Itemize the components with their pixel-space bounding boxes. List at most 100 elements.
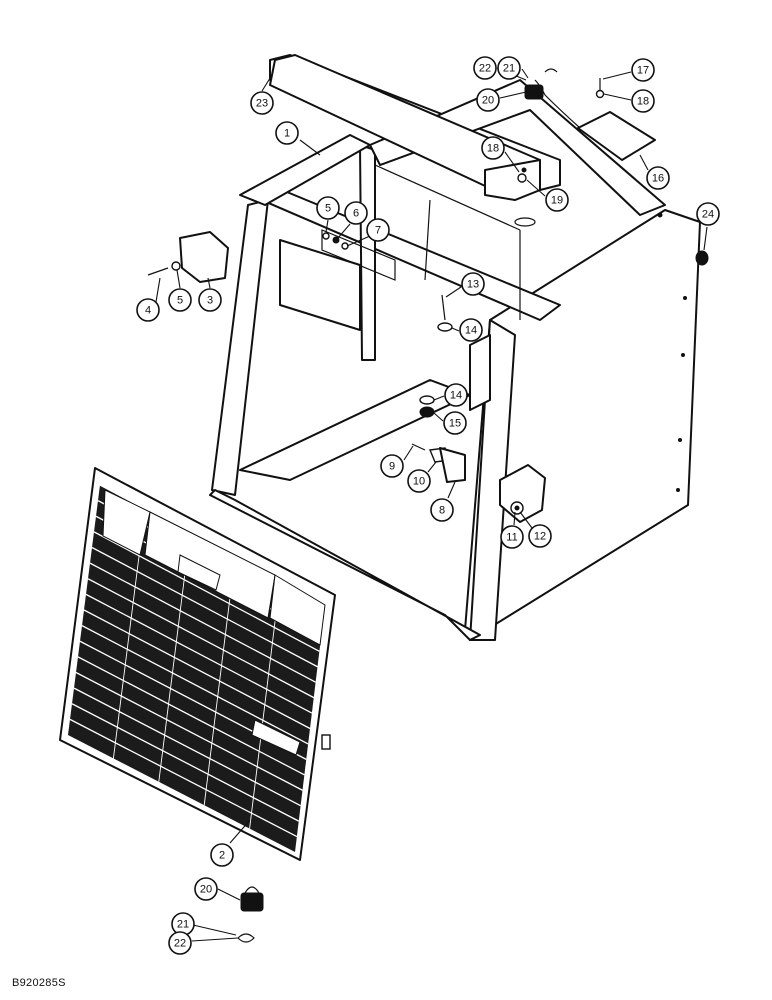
callout-20: 20 [194,877,218,901]
callout-circle [210,843,234,867]
callout-6: 6 [344,201,368,225]
callout-circle [194,877,218,901]
callout-3: 3 [198,288,222,312]
callout-number: 4 [145,305,151,317]
callout-number: 1 [284,128,290,140]
callout-circle [646,166,670,190]
callout-8: 8 [430,498,454,522]
callout-number: 3 [207,295,213,307]
leader-line-15 [433,412,444,422]
callout-7: 7 [366,218,390,242]
callout-number: 21 [177,919,189,931]
callout-number: 7 [375,225,381,237]
callout-number: 8 [439,505,445,517]
callout-2: 2 [210,843,234,867]
leader-line-12 [519,511,533,529]
callout-20: 20 [476,88,500,112]
callout-number: 22 [174,938,186,950]
grille-slat [71,703,300,822]
callout-number: 20 [482,95,494,107]
callout-22: 22 [473,56,497,80]
leader-line-20 [499,91,527,99]
leader-line-20 [217,888,241,901]
callout-circle [380,454,404,478]
callout-number: 2 [219,850,225,862]
callout-circle [461,272,485,296]
callout-number: 22 [479,63,491,75]
callout-5: 5 [316,196,340,220]
callout-14: 14 [459,318,483,342]
callout-number: 10 [413,476,425,488]
callout-circle [430,498,454,522]
callout-circle [366,218,390,242]
grille-slat [87,578,315,699]
grille-slat [75,671,303,791]
callout-22: 22 [168,931,192,955]
callout-circle [481,136,505,160]
callout-1: 1 [275,121,299,145]
leader-line-4 [155,277,161,303]
callout-circle [344,201,368,225]
front-grille [59,467,336,861]
callout-circle [631,58,655,82]
callout-number: 14 [465,325,477,337]
callout-number: 16 [652,173,664,185]
callout-circle [444,383,468,407]
callout-number: 15 [449,418,461,430]
callout-19: 19 [545,188,569,212]
leader-line-11 [513,511,516,526]
grille-slat [91,546,318,668]
callout-circle [316,196,340,220]
leader-line-1 [299,139,321,156]
callout-circle [528,524,552,548]
leader-line-6 [337,223,351,239]
leader-line-18 [504,151,520,173]
upper-cross-member [269,54,541,201]
grille-slat [93,531,320,652]
callout-18: 18 [631,89,655,113]
callout-circle [168,931,192,955]
leader-line-8 [447,481,456,499]
callout-circle [497,56,521,80]
grille-slat [89,562,316,683]
callout-10: 10 [407,469,431,493]
callout-number: 6 [353,208,359,220]
callout-circle [545,188,569,212]
callout-circle [168,288,192,312]
callout-15: 15 [443,411,467,435]
callout-number: 11 [506,532,517,544]
callout-number: 17 [637,65,649,77]
callout-24: 24 [696,202,720,226]
leader-line-16 [639,154,649,171]
callout-circle [136,298,160,322]
leader-line-9 [403,445,414,461]
leader-line-19 [526,179,546,197]
leader-line-2 [229,819,251,844]
callout-circle [198,288,222,312]
leader-line-3 [207,277,211,289]
callout-number: 5 [177,295,183,307]
leader-line-5 [176,269,181,289]
leader-line-21 [521,68,529,79]
leader-line-21 [192,924,237,936]
callout-circle [696,202,720,226]
callout-number: 19 [551,195,563,207]
callout-circle [250,91,274,115]
callout-circle [473,56,497,80]
callout-number: 9 [389,461,395,473]
callout-number: 5 [325,203,331,215]
callout-13: 13 [461,272,485,296]
leader-line-22 [191,937,239,942]
callout-number: 12 [534,531,546,543]
callout-9: 9 [380,454,404,478]
callout-number: 14 [450,390,462,402]
leader-line-18 [603,93,632,101]
callout-number: 18 [487,143,499,155]
leader-line-7 [346,235,371,247]
callout-circle [500,525,524,549]
callout-number: 18 [637,96,649,108]
callout-18: 18 [481,136,505,160]
callout-number: 24 [702,209,714,221]
